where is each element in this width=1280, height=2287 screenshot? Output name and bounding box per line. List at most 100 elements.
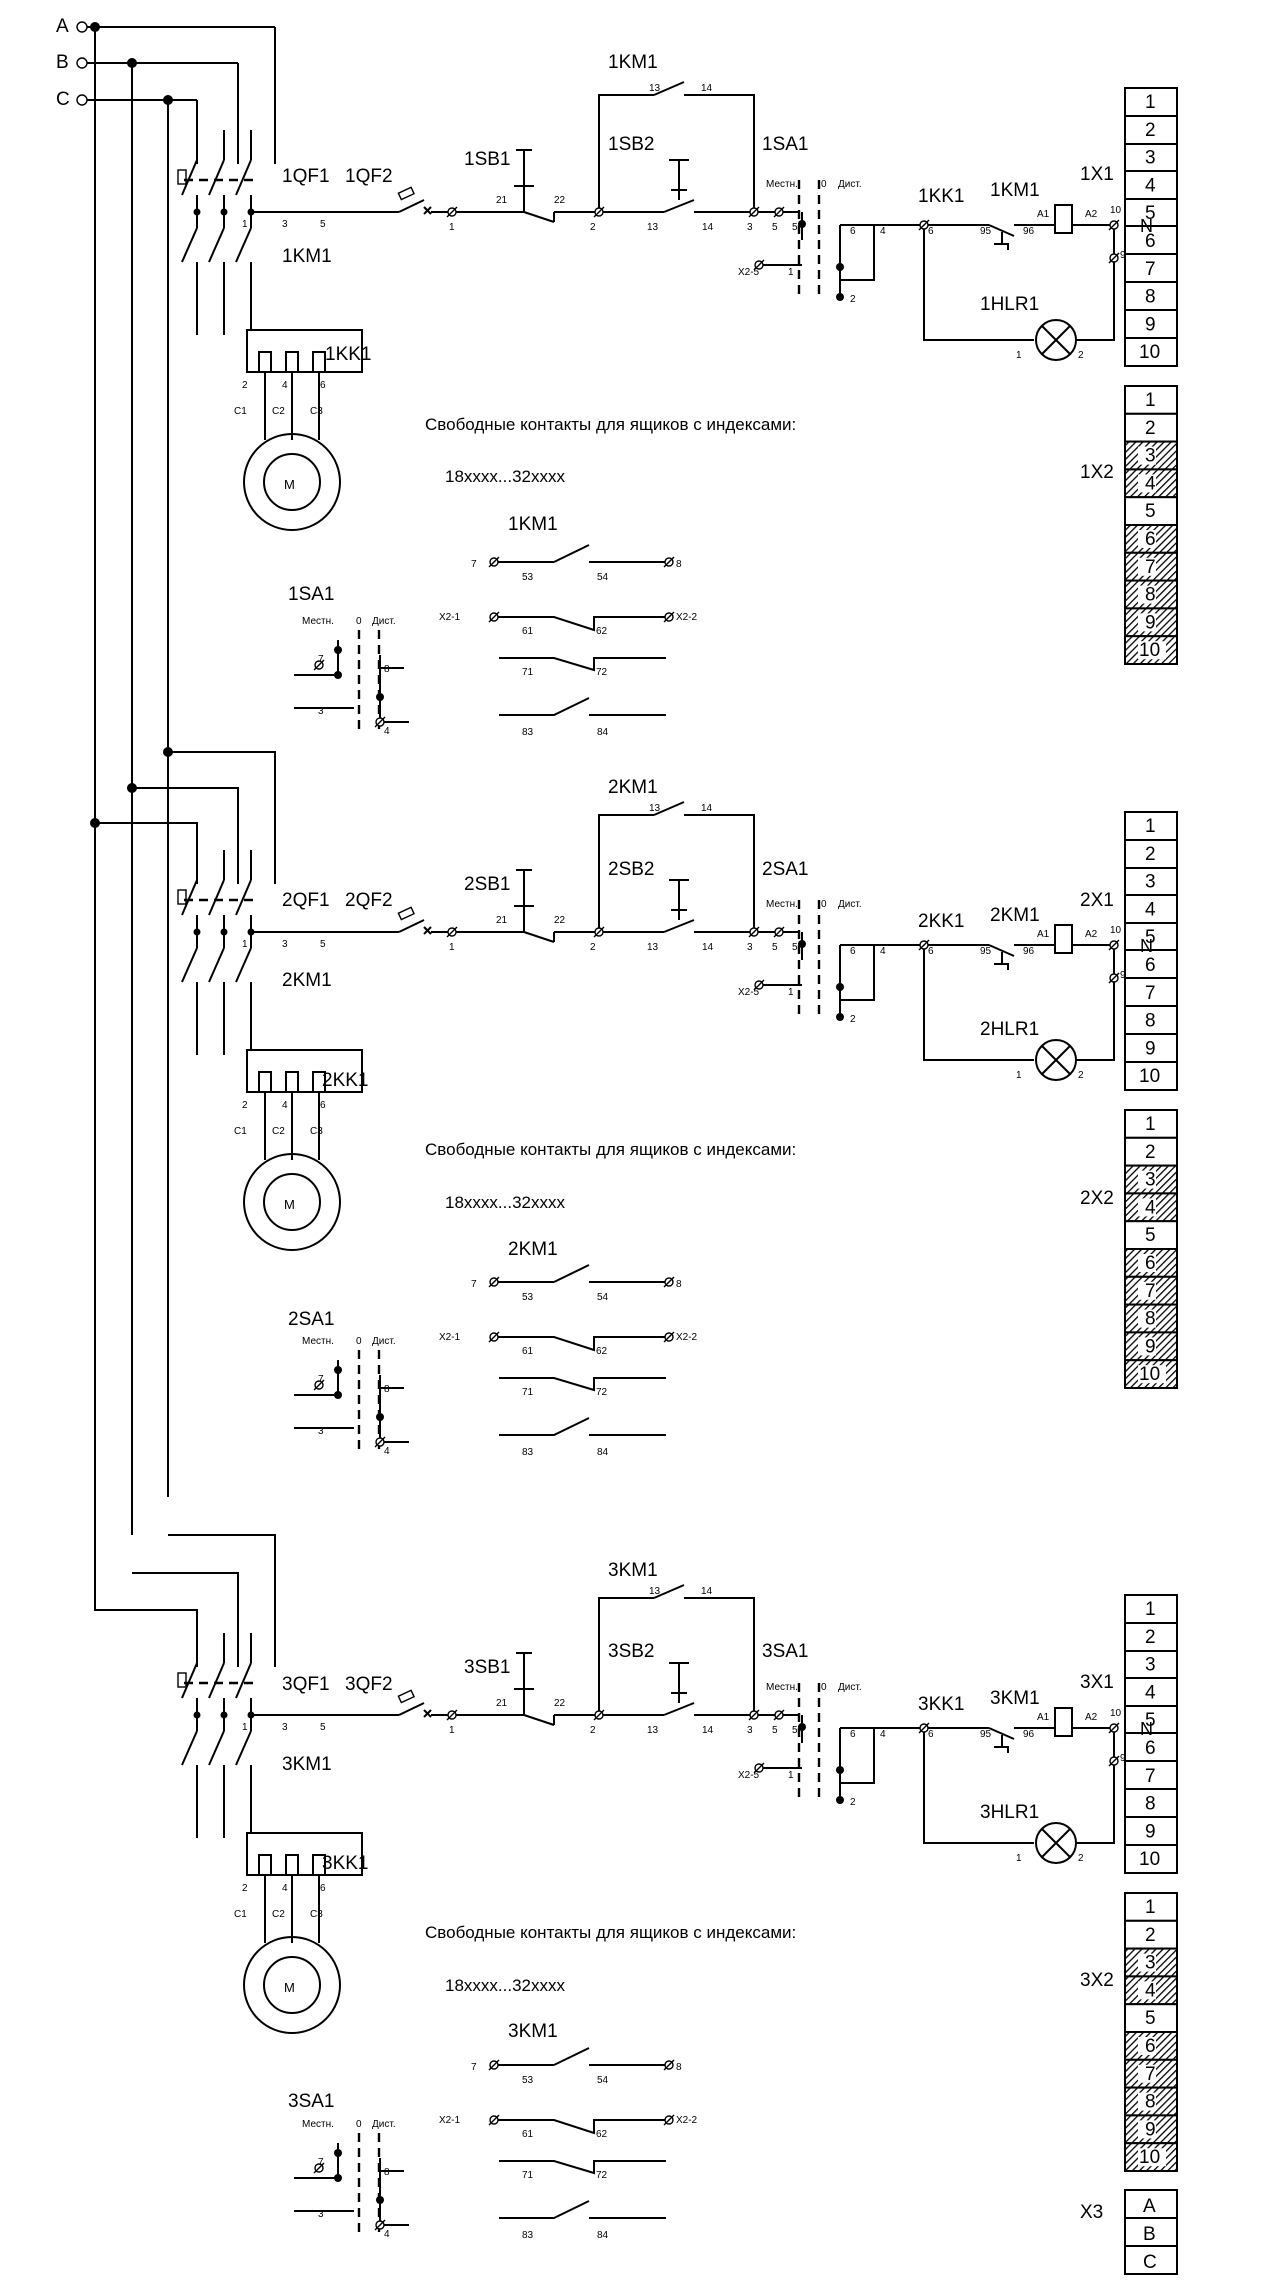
contact-number: 4 <box>384 1446 390 1457</box>
contact-number: 2 <box>242 1100 248 1111</box>
x2-cell-label-bg <box>1138 530 1156 548</box>
x2-cell-label-bg <box>1138 2148 1166 2167</box>
contact-number: 1 <box>788 267 794 278</box>
contact-number: 9 <box>1120 970 1126 981</box>
contact-number: 22 <box>554 195 566 206</box>
contact-number: X2-2 <box>676 612 698 623</box>
x2-cell-label-bg <box>1138 641 1166 660</box>
kk-label: 3KK1 <box>322 1853 368 1874</box>
contact-number: 14 <box>701 83 713 94</box>
x1-cell: 6 <box>1145 231 1156 252</box>
x1-cell: 8 <box>1145 1011 1156 1032</box>
sa-label: 3SA1 <box>762 1641 808 1662</box>
contact-number: 95 <box>980 226 992 237</box>
contact-number: 3 <box>747 942 753 953</box>
contact-number: 4 <box>880 946 886 957</box>
contact-number: 62 <box>596 2129 608 2140</box>
x2-cell-number: 8 <box>1145 585 1156 606</box>
x3-cell-b: B <box>1143 2224 1156 2245</box>
contact-number: 5 <box>772 222 778 233</box>
x2-cell-label-bg <box>1138 2064 1156 2083</box>
contact-number: 96 <box>1023 226 1035 237</box>
phase-label-b: B <box>56 52 69 73</box>
x1-cell: 6 <box>1145 955 1156 976</box>
x1-cell: 10 <box>1139 342 1160 363</box>
contact-number: 3 <box>282 939 288 950</box>
x2-cell-label-bg <box>1138 1281 1156 1300</box>
contact-number: A1 <box>1037 929 1050 940</box>
contact-number: X2-2 <box>676 2115 698 2126</box>
x1-cell: 5 <box>1145 203 1156 224</box>
contact-number: 53 <box>522 572 534 583</box>
contact-number: 83 <box>522 1447 534 1458</box>
km-hold-label: 3KM1 <box>608 1560 658 1581</box>
sb2-label: 3SB2 <box>608 1641 654 1662</box>
contact-number: 6 <box>320 1883 326 1894</box>
x3-cell-a: A <box>1143 2196 1156 2217</box>
x2-cell <box>1124 1919 1178 1950</box>
contact-number: 6 <box>850 946 856 957</box>
x2-cell-label-bg <box>1138 1337 1156 1356</box>
x1-cell: 5 <box>1145 927 1156 948</box>
contact-number: 84 <box>597 1447 609 1458</box>
qf1-label: 2QF1 <box>282 890 330 911</box>
section-2: 2QF1 2QF2 2KM1 2KK1 2SB1 2SB2 2KM1 2SA1 … <box>176 777 1178 1457</box>
contact-number: C2 <box>272 406 285 417</box>
x2-cell-number: 10 <box>1139 640 1160 661</box>
x1-cell: 1 <box>1145 92 1156 113</box>
sa-free-label: 3SA1 <box>288 2091 334 2112</box>
contact-number: M <box>284 1197 295 1212</box>
x2-cell-label-bg <box>1138 446 1156 465</box>
contact-number: 96 <box>1023 946 1035 957</box>
contact-number: 6 <box>928 946 934 957</box>
contact-number: 10 <box>1110 1708 1122 1719</box>
km-coil-label: 1KM1 <box>990 180 1040 201</box>
contact-number: A2 <box>1085 209 1098 220</box>
contact-number: 13 <box>649 1586 661 1597</box>
contact-number: 1 <box>788 1770 794 1781</box>
x3-label: X3 <box>1080 2202 1103 2223</box>
x1-cell: 4 <box>1145 1682 1156 1703</box>
contact-number: 4 <box>880 226 886 237</box>
kk-label: 2KK1 <box>322 1070 368 1091</box>
hlr-label: 1HLR1 <box>980 294 1039 315</box>
contact-number: 1 <box>1016 1853 1022 1864</box>
contact-number: 5 <box>792 942 798 953</box>
contact-number: M <box>284 477 295 492</box>
x2-cell-number: 3 <box>1145 446 1156 467</box>
contact-number: Местн. <box>766 899 798 910</box>
contact-number: 71 <box>522 1387 534 1398</box>
x1-cell: 3 <box>1145 1655 1156 1676</box>
x2-cell-number: 6 <box>1145 1253 1156 1274</box>
contact-number: 13 <box>647 942 659 953</box>
contact-number: 7 <box>471 2062 477 2073</box>
contact-number: 21 <box>496 195 508 206</box>
contact-number: 62 <box>596 626 608 637</box>
x2-cell <box>1124 551 1178 582</box>
x2-cell-number: 9 <box>1145 1336 1156 1357</box>
x1-label: 2X1 <box>1080 890 1114 911</box>
contact-number: 13 <box>647 1725 659 1736</box>
contact-number: 9 <box>1120 250 1126 261</box>
x1-cell: 10 <box>1139 1066 1160 1087</box>
x1-cell: 1 <box>1145 816 1156 837</box>
x2-cell-number: 4 <box>1145 473 1156 494</box>
contact-number: 96 <box>1023 1729 1035 1740</box>
contact-number: 5 <box>792 1725 798 1736</box>
x2-cell-number: 7 <box>1145 2064 1156 2085</box>
x2-cell-label-bg <box>1138 2037 1156 2055</box>
contact-number: 62 <box>596 1346 608 1357</box>
contact-number: Местн. <box>766 1682 798 1693</box>
contact-number: 83 <box>522 2230 534 2241</box>
contact-number: N <box>1140 936 1153 956</box>
contact-number: 4 <box>282 1883 288 1894</box>
contact-number: C2 <box>272 1909 285 1920</box>
contact-number: A2 <box>1085 929 1098 940</box>
x2-cell-label-bg <box>1138 1309 1156 1328</box>
x1-cell: 9 <box>1145 1821 1156 1842</box>
qf2-label: 2QF2 <box>345 890 393 911</box>
contact-number: 8 <box>676 559 682 570</box>
km-free-label: 2KM1 <box>508 1239 558 1260</box>
contact-number: 3 <box>282 1722 288 1733</box>
x1-cell: 8 <box>1145 1794 1156 1815</box>
